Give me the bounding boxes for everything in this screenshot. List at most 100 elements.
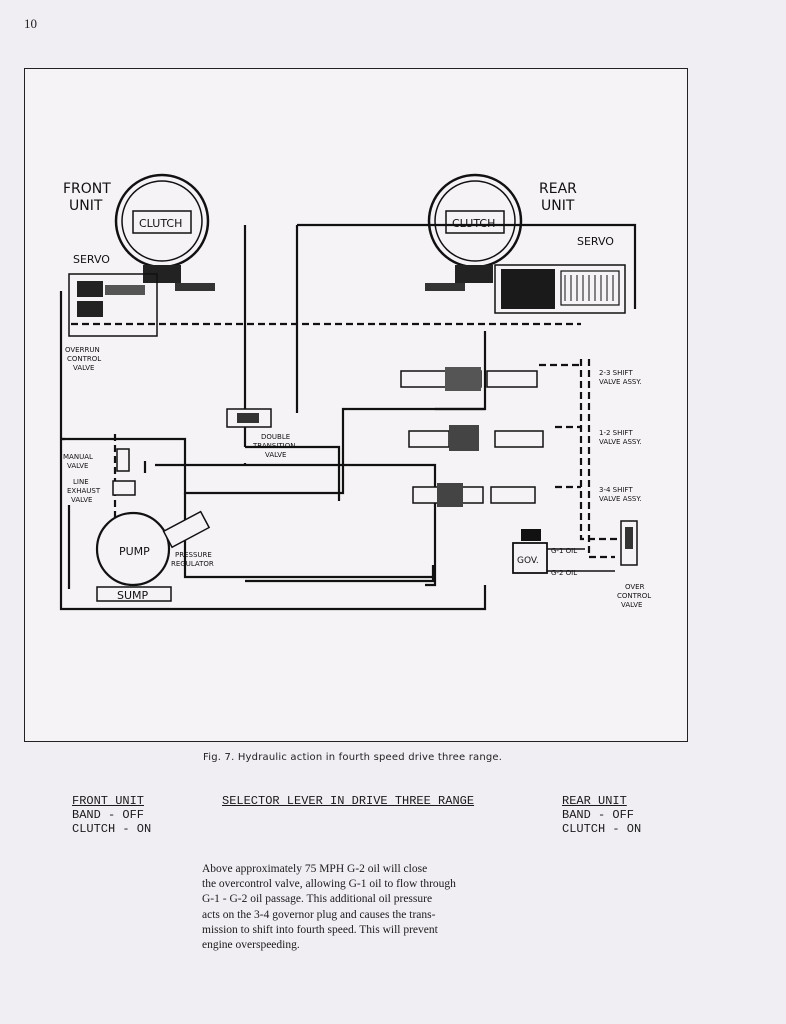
valve-bodies: DOUBLE TRANSITION VALVE 2-3 SHIFT VALVE … <box>63 367 641 507</box>
line-34-feed <box>155 463 437 587</box>
front-unit-title-1: FRONT <box>63 181 111 197</box>
paragraph-line: G-1 - G-2 oil passage. This additional o… <box>202 893 433 906</box>
front-clutch-label: CLUTCH <box>139 217 182 230</box>
line-exhaust-label-2: EXHAUST <box>67 487 101 495</box>
shift-23-plug <box>486 370 538 388</box>
rear-hub <box>455 265 493 283</box>
shift-34-plug <box>490 486 536 504</box>
front-unit-title-2: UNIT <box>69 198 103 214</box>
overrun-valve-label-1: OVERRUN <box>65 346 100 354</box>
shift-12-spring <box>449 425 479 451</box>
servo-label-front: SERVO <box>73 253 110 266</box>
front-hub <box>143 265 181 283</box>
dash-shift-signal <box>579 359 625 541</box>
front-unit-heading: FRONT UNIT <box>72 794 145 808</box>
paragraph-line: engine overspeeding. <box>202 939 300 952</box>
line-gov-feed <box>245 565 435 583</box>
governor-outlets <box>547 548 615 572</box>
manual-valve-label-2: VALVE <box>67 462 88 470</box>
sump-label: SUMP <box>117 589 149 602</box>
double-transition-spool <box>237 413 259 423</box>
manual-valve-body <box>116 448 130 472</box>
rear-servo-spring <box>564 275 614 301</box>
rear-shaft <box>425 283 465 291</box>
rear-unit-heading: REAR UNIT <box>562 794 627 808</box>
sump-box <box>96 586 172 602</box>
paragraph-line: acts on the 3-4 governor plug and causes… <box>202 908 436 921</box>
dash-g2-line <box>587 359 615 559</box>
line-manual-to-shift <box>111 407 485 495</box>
rear-unit-clutch: CLUTCH - ON <box>562 822 642 836</box>
rear-clutch-box <box>445 210 505 234</box>
rear-unit-group: REAR UNIT CLUTCH SERVO <box>425 173 626 314</box>
governor-label: GOV. <box>517 556 539 566</box>
front-clutch-box <box>132 210 192 234</box>
shift-12-label-1: 1-2 SHIFT <box>599 429 633 437</box>
governor-body <box>512 542 548 574</box>
paragraph-line: Above approximately 75 MPH G-2 oil will … <box>202 863 428 875</box>
g1-oil-label: G-1 OIL <box>551 547 577 555</box>
pump-group: PUMP PRESSURE REGULATOR SUMP <box>95 510 214 602</box>
front-unit-group: FRONT UNIT CLUTCH SERVO OVERRUN CONTROL … <box>63 173 215 372</box>
manual-valve-label-1: MANUAL <box>63 453 93 461</box>
dashed-oil-lines <box>71 322 625 559</box>
governor-group: GOV. G-1 OIL G-2 OIL OVER CONTROL VALVE <box>512 520 651 609</box>
line-shift-riser <box>435 331 487 411</box>
servo-label-rear: SERVO <box>577 235 614 248</box>
front-drum-inner <box>121 180 203 262</box>
shift-34-label-2: VALVE ASSY. <box>599 495 641 503</box>
line-regulator-out <box>183 493 433 579</box>
double-transition-label-2: TRANSITION <box>252 442 295 450</box>
line-double-transition-out <box>245 445 341 501</box>
rear-unit-title-1: REAR <box>539 181 577 197</box>
shift-23-label-1: 2-3 SHIFT <box>599 369 633 377</box>
over-control-label-1: OVER <box>625 583 645 591</box>
front-unit-clutch: CLUTCH - ON <box>72 822 152 836</box>
overrun-valve-label-2: CONTROL <box>67 355 101 363</box>
line-exhaust-valve-body <box>112 480 136 496</box>
front-servo-piston-a <box>77 281 103 297</box>
selector-heading: SELECTOR LEVER IN DRIVE THREE RANGE <box>222 794 475 808</box>
front-servo-body <box>68 273 158 337</box>
shift-23-spring <box>445 367 481 391</box>
g2-oil-label: G-2 OIL <box>551 569 577 577</box>
shift-12-valve-body <box>408 430 450 448</box>
rear-servo-piston <box>501 269 555 309</box>
rear-servo-spring-box <box>560 270 620 306</box>
over-control-label-3: VALVE <box>621 601 642 609</box>
paragraph-line: the overcontrol valve, allowing G-1 oil … <box>202 878 456 891</box>
hydraulic-diagram: FRONT UNIT CLUTCH SERVO OVERRUN CONTROL … <box>24 68 688 742</box>
shift-12-plug <box>494 430 544 448</box>
front-unit-band: BAND - OFF <box>72 808 145 822</box>
shift-23-label-2: VALVE ASSY. <box>599 378 641 386</box>
over-control-label-2: CONTROL <box>617 592 651 600</box>
hydraulic-circuit-svg: FRONT UNIT CLUTCH SERVO OVERRUN CONTROL … <box>59 173 651 611</box>
shift-34-label-1: 3-4 SHIFT <box>599 486 633 494</box>
double-transition-label-3: VALVE <box>265 451 286 459</box>
page-number: 10 <box>24 16 37 31</box>
rear-servo-body <box>494 264 626 314</box>
explanation-paragraph: Above approximately 75 MPH G-2 oil will … <box>202 862 522 953</box>
overrun-valve-label-3: VALVE <box>73 364 94 372</box>
double-transition-label-1: DOUBLE <box>261 433 290 441</box>
front-servo-rod <box>105 285 145 295</box>
over-control-spool <box>625 527 633 549</box>
pump-circle <box>95 511 171 587</box>
solid-oil-lines <box>59 223 637 611</box>
figure-caption: Fig. 7. Hydraulic action in fourth speed… <box>203 752 503 763</box>
rear-unit-status: REAR UNIT BAND - OFF CLUTCH - ON <box>562 794 641 836</box>
pressure-regulator-body <box>162 510 211 549</box>
rear-clutch-label: CLUTCH <box>452 217 495 230</box>
governor-weight <box>521 529 541 541</box>
line-pump-return <box>59 439 487 611</box>
front-servo-piston-b <box>77 301 103 317</box>
line-rear-servo-feed <box>533 223 637 309</box>
line-exhaust-label-1: LINE <box>73 478 89 486</box>
pressure-regulator-label-2: REGULATOR <box>171 560 214 568</box>
front-shaft <box>175 283 215 291</box>
rear-drum-inner <box>434 180 516 262</box>
front-unit-status: FRONT UNIT BAND - OFF CLUTCH - ON <box>72 794 151 836</box>
rear-unit-title-2: UNIT <box>541 198 575 214</box>
pressure-regulator-label-1: PRESSURE <box>175 551 212 559</box>
shift-12-label-2: VALVE ASSY. <box>599 438 641 446</box>
